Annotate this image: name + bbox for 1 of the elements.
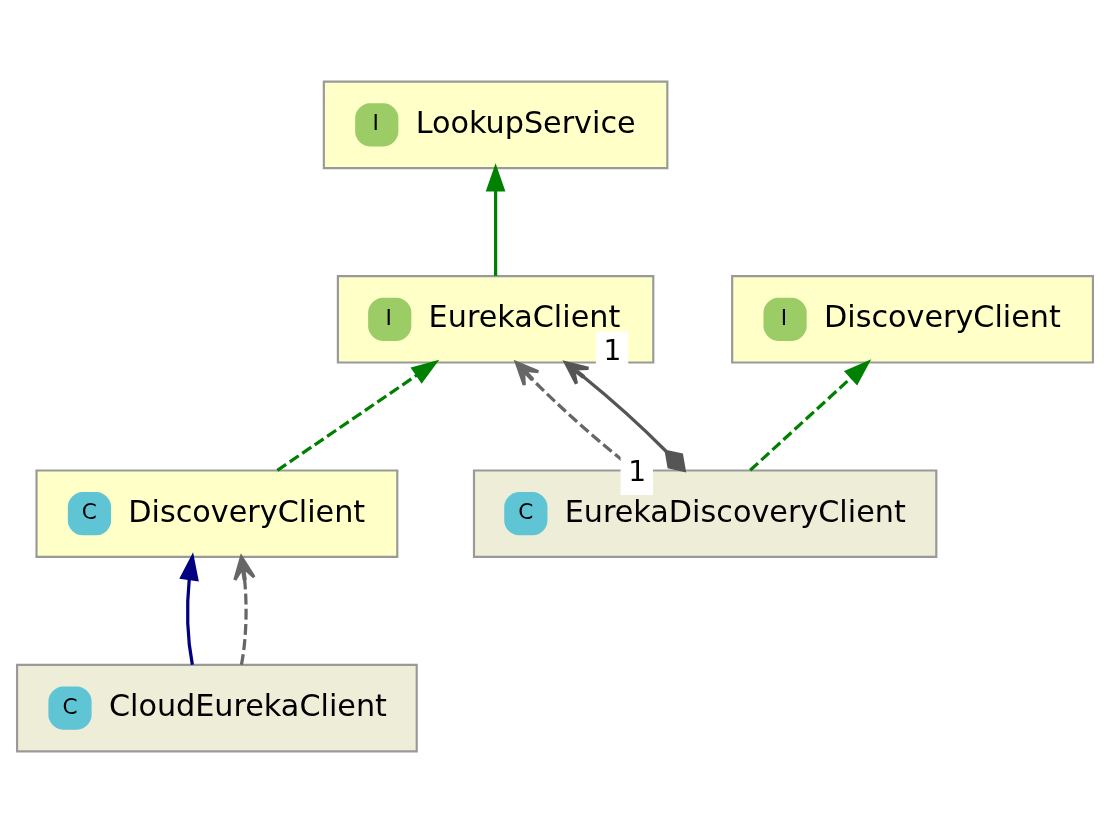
- label: 1: [603, 333, 622, 367]
